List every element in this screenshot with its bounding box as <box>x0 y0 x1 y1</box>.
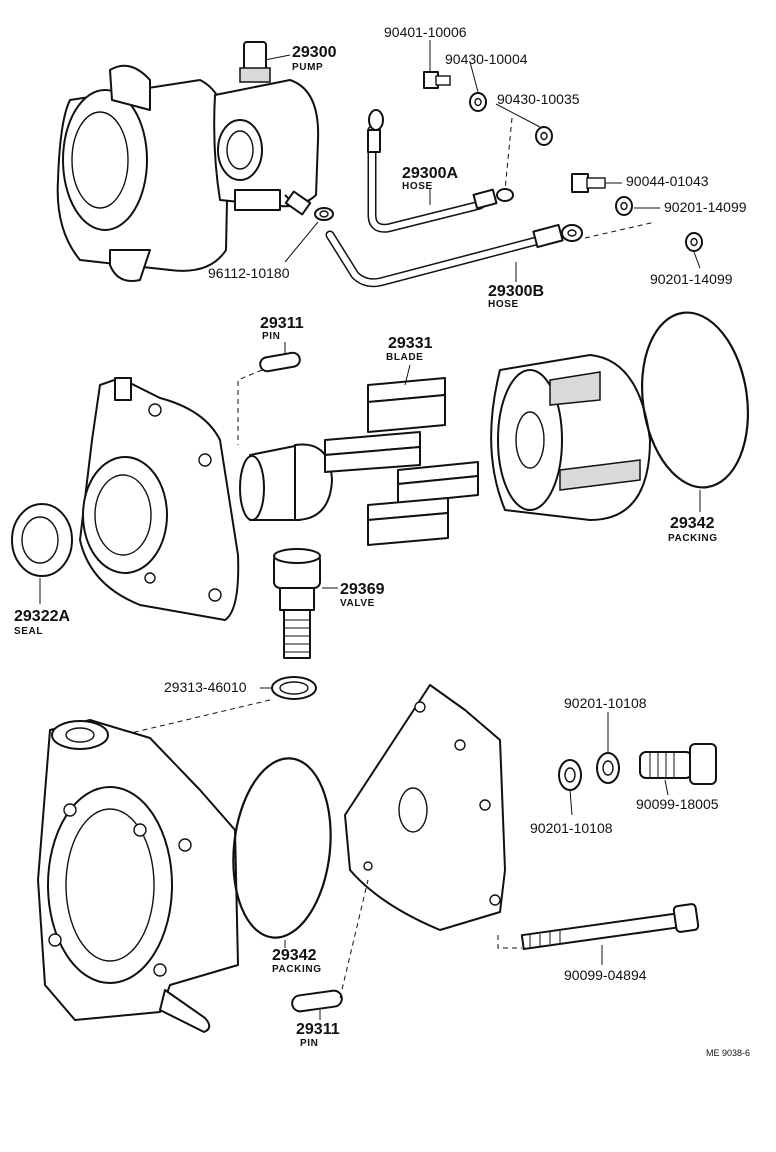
label-29300a-number: 29300A <box>402 165 458 182</box>
label-29300b-name: HOSE <box>488 299 519 310</box>
washer-90201-10108-top <box>596 752 620 784</box>
washer-90430-10004 <box>469 92 487 112</box>
washer-90201-10108-bot <box>558 759 582 791</box>
leader-29300 <box>264 54 291 61</box>
label-29369-name: VALVE <box>340 598 375 609</box>
pin-bottom <box>291 989 343 1013</box>
label-29342-bot-number: 29342 <box>272 947 317 964</box>
union-bolt-90401 <box>423 71 451 89</box>
union-bolt-90099-18005 <box>639 743 717 785</box>
hose-29300b <box>325 223 583 288</box>
label-96112-10180: 96112-10180 <box>208 265 290 281</box>
leader-90430-10004 <box>469 61 479 93</box>
label-90099-04894: 90099-04894 <box>564 967 647 983</box>
label-90430-10004: 90430-10004 <box>445 51 528 67</box>
label-29313-46010: 29313-46010 <box>164 679 247 695</box>
label-29342-bot-name: PACKING <box>272 964 322 975</box>
rear-cover <box>344 684 506 931</box>
label-29369-number: 29369 <box>340 581 385 598</box>
oil-seal <box>11 503 73 577</box>
drawing-code: ME 9038-6 <box>706 1048 750 1058</box>
alternator-body <box>56 64 230 282</box>
label-29322a-number: 29322A <box>14 608 70 625</box>
pin-top <box>259 351 301 373</box>
label-90201-14099-a: 90201-14099 <box>664 199 747 215</box>
leader-90099-18005 <box>664 779 669 796</box>
label-29300b-number: 29300B <box>488 283 544 300</box>
label-90201-14099-b: 90201-14099 <box>650 271 733 287</box>
long-bolt-90099-04894 <box>520 903 700 951</box>
label-29311-top-name: PIN <box>262 331 280 342</box>
relief-valve <box>273 548 321 659</box>
label-90430-10035: 90430-10035 <box>497 91 580 107</box>
vacuum-pump-assembly <box>213 41 320 216</box>
dash-hose-washer <box>584 221 656 239</box>
pump-housing <box>37 719 239 1033</box>
label-90401-10006: 90401-10006 <box>384 24 467 40</box>
leader-90430-10035 <box>495 103 541 128</box>
hose-clamp <box>314 207 334 221</box>
label-90044-01043: 90044-01043 <box>626 173 709 189</box>
packing-ring-bottom <box>232 757 332 939</box>
bolt-90044-01043 <box>571 173 606 193</box>
dash-gasket-housing <box>109 699 271 739</box>
label-29331-number: 29331 <box>388 335 433 352</box>
leader-29331 <box>404 364 411 386</box>
vane-blades <box>324 377 479 546</box>
label-90099-18005: 90099-18005 <box>636 796 719 812</box>
rotor <box>490 354 651 521</box>
hose-29300a <box>367 109 514 233</box>
leader-90201-14099-b <box>693 251 701 269</box>
packing-ring-top <box>640 311 750 489</box>
label-29300-name: PUMP <box>292 62 323 73</box>
washer-90430-10035 <box>535 126 553 146</box>
washer-90201-14099-a <box>615 196 633 216</box>
label-29331-name: BLADE <box>386 352 423 363</box>
label-29300-number: 29300 <box>292 44 337 61</box>
dash-pin-housing <box>237 369 263 445</box>
label-29311-bot-number: 29311 <box>296 1021 340 1038</box>
label-29300a-name: HOSE <box>402 181 433 192</box>
label-90201-10108-bot: 90201-10108 <box>530 820 613 836</box>
label-29322a-name: SEAL <box>14 626 43 637</box>
dash-bolt-cover <box>497 935 522 949</box>
dash-pin-cover <box>339 879 369 999</box>
rotor-shaft <box>239 443 333 521</box>
washer-90201-14099-b <box>685 232 703 252</box>
label-29311-top-number: 29311 <box>260 315 304 332</box>
leader-90201-10108-bot <box>569 789 573 816</box>
label-29342-top-name: PACKING <box>668 533 718 544</box>
gasket-29313 <box>271 676 317 700</box>
label-29311-bot-name: PIN <box>300 1038 318 1049</box>
front-housing <box>79 377 240 621</box>
dash-washer-hose <box>504 117 513 191</box>
label-90201-10108-top: 90201-10108 <box>564 695 647 711</box>
label-29342-top-number: 29342 <box>670 515 715 532</box>
leader-96112 <box>284 221 319 263</box>
